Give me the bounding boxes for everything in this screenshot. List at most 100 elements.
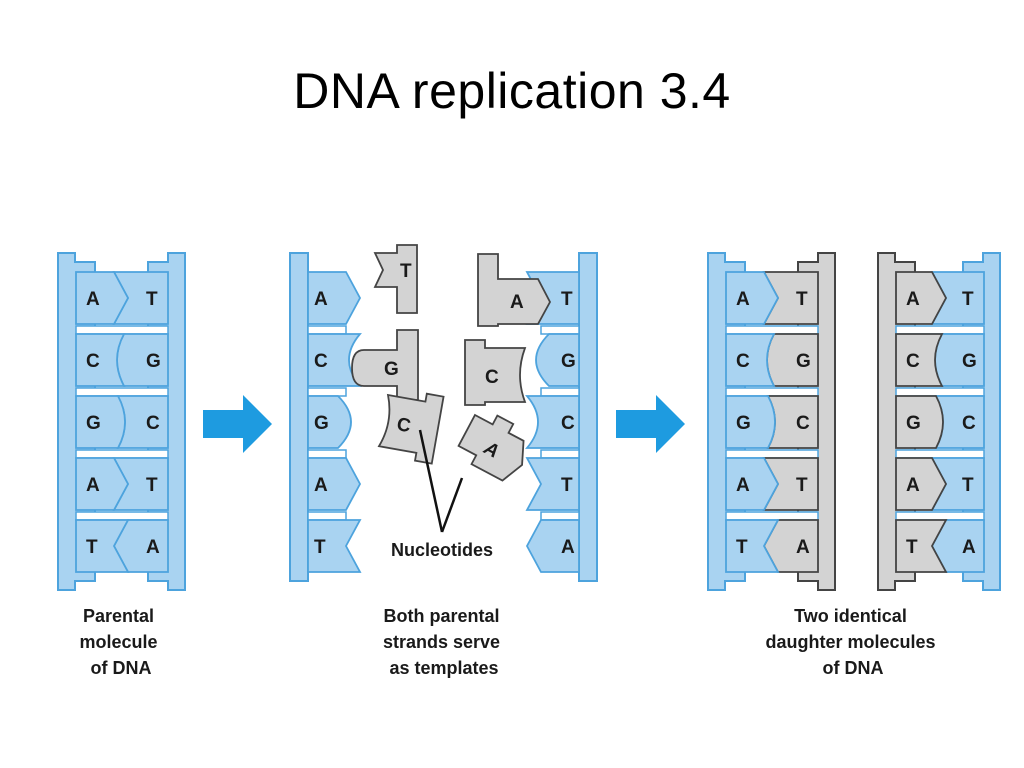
daughter1-spacer-2 xyxy=(725,449,819,459)
template-right-spacer-0 xyxy=(540,325,580,335)
free-nucleotides: T G C A A C Nucleo xyxy=(351,244,552,560)
template-left-letter-4: T xyxy=(314,537,326,558)
daughter1-left-base-1 xyxy=(725,333,776,387)
daughter1-right-letter-4: A xyxy=(796,537,810,558)
template-right-letter-2: C xyxy=(561,413,575,434)
daughter1-right-letter-3: T xyxy=(796,475,808,496)
parental-right-letter-3: T xyxy=(146,475,158,496)
daughter2-spacer-0 xyxy=(895,325,985,335)
parental-left-base-1 xyxy=(75,333,126,387)
nucleotide-g-label: G xyxy=(384,359,399,380)
template-left-letter-2: G xyxy=(314,413,329,434)
template-left-base-3 xyxy=(307,457,362,511)
nucleotide-c-right: C xyxy=(464,339,527,406)
nucleotides-label: Nucleotides xyxy=(391,540,493,560)
caption-templates: Both parental strands serve as templates xyxy=(383,606,505,678)
daughter2-right-letter-2: C xyxy=(962,413,976,434)
daughter1-right-letter-1: G xyxy=(796,351,811,372)
template-left-spacer-0 xyxy=(307,325,347,335)
daughter1-left-base-0 xyxy=(725,271,780,325)
template-right-letter-0: T xyxy=(561,289,573,310)
nucleotide-c: C xyxy=(377,392,445,465)
nucleotide-a-top-label: A xyxy=(510,292,524,313)
daughter2-right-letter-4: A xyxy=(962,537,976,558)
template-left-spacer-2 xyxy=(307,449,347,459)
daughter2-left-base-4 xyxy=(895,519,948,573)
daughter1-left-letter-0: A xyxy=(736,289,750,310)
label-pointer-line-2 xyxy=(440,477,464,533)
daughter1-left-letter-1: C xyxy=(736,351,750,372)
parental-left-letter-2: G xyxy=(86,413,101,434)
daughter2-left-base-2 xyxy=(895,395,944,449)
daughter1-left-base-3 xyxy=(725,457,780,511)
daughter2-left-base-0 xyxy=(895,271,948,325)
daughter2-spacer-2 xyxy=(895,449,985,459)
parental-left-base-0 xyxy=(75,271,130,325)
daughter2-left-letter-0: A xyxy=(906,289,920,310)
daughter2-right-letter-3: T xyxy=(962,475,974,496)
daughter1-spacer-1 xyxy=(725,387,819,397)
parental-right-letter-4: A xyxy=(146,537,160,558)
daughter1-left-base-4 xyxy=(725,519,780,573)
template-right-backbone xyxy=(578,252,598,582)
parental-right-letter-2: C xyxy=(146,413,160,434)
nucleotide-c-right-label: C xyxy=(485,367,499,388)
parental-spacer-2 xyxy=(75,449,169,459)
template-right-spacer-2 xyxy=(540,449,580,459)
template-right-letter-4: A xyxy=(561,537,575,558)
parental-right-letter-1: G xyxy=(146,351,161,372)
template-right-base-1 xyxy=(535,333,580,387)
daughter1-right-letter-2: C xyxy=(796,413,810,434)
template-right-base-3 xyxy=(525,457,580,511)
parental-spacer-0 xyxy=(75,325,169,335)
nucleotide-t-label: T xyxy=(400,261,412,282)
parental-left-base-3 xyxy=(75,457,130,511)
label-pointer-line xyxy=(418,429,444,533)
parental-spacer-1 xyxy=(75,387,169,397)
nucleotide-c-label: C xyxy=(395,414,412,437)
nucleotide-t: T xyxy=(373,244,418,314)
right-arrow-icon-2 xyxy=(616,395,685,453)
daughter2-left-letter-4: T xyxy=(906,537,918,558)
caption-parental: Parental molecule of DNA xyxy=(79,606,162,678)
nucleotide-g: G xyxy=(351,329,419,401)
template-right-base-4 xyxy=(525,519,580,573)
template-right-letter-1: G xyxy=(561,351,576,372)
daughter2-left-letter-2: G xyxy=(906,413,921,434)
template-right-spacer-1 xyxy=(540,387,580,397)
daughter2-right-letter-0: T xyxy=(962,289,974,310)
template-left-spacer-3 xyxy=(307,511,347,521)
slide-title: DNA replication 3.4 xyxy=(293,63,731,119)
template-left-letter-3: A xyxy=(314,475,328,496)
daughter2-left-letter-3: A xyxy=(906,475,920,496)
template-right-letter-3: T xyxy=(561,475,573,496)
template-left-letter-1: C xyxy=(314,351,328,372)
parental-left-base-4 xyxy=(75,519,130,573)
daughter2-right-letter-1: G xyxy=(962,351,977,372)
parental-right-letter-0: T xyxy=(146,289,158,310)
daughter2-spacer-3 xyxy=(895,511,985,521)
right-arrow-icon xyxy=(203,395,272,453)
daughter1-left-letter-3: A xyxy=(736,475,750,496)
caption-daughters: Two identical daughter molecules of DNA xyxy=(765,606,940,678)
daughter2-left-base-1 xyxy=(895,333,944,387)
template-left-base-2 xyxy=(307,395,352,449)
template-left-spacer-1 xyxy=(307,387,347,397)
template-left-base-0 xyxy=(307,271,362,325)
template-right-base-2 xyxy=(525,395,580,449)
parental-spacer-3 xyxy=(75,511,169,521)
daughter1-spacer-3 xyxy=(725,511,819,521)
daughter2-spacer-1 xyxy=(895,387,985,397)
daughter1-spacer-0 xyxy=(725,325,819,335)
daughter1-left-letter-4: T xyxy=(736,537,748,558)
template-strands: A C G A T T G C T A xyxy=(289,252,598,582)
